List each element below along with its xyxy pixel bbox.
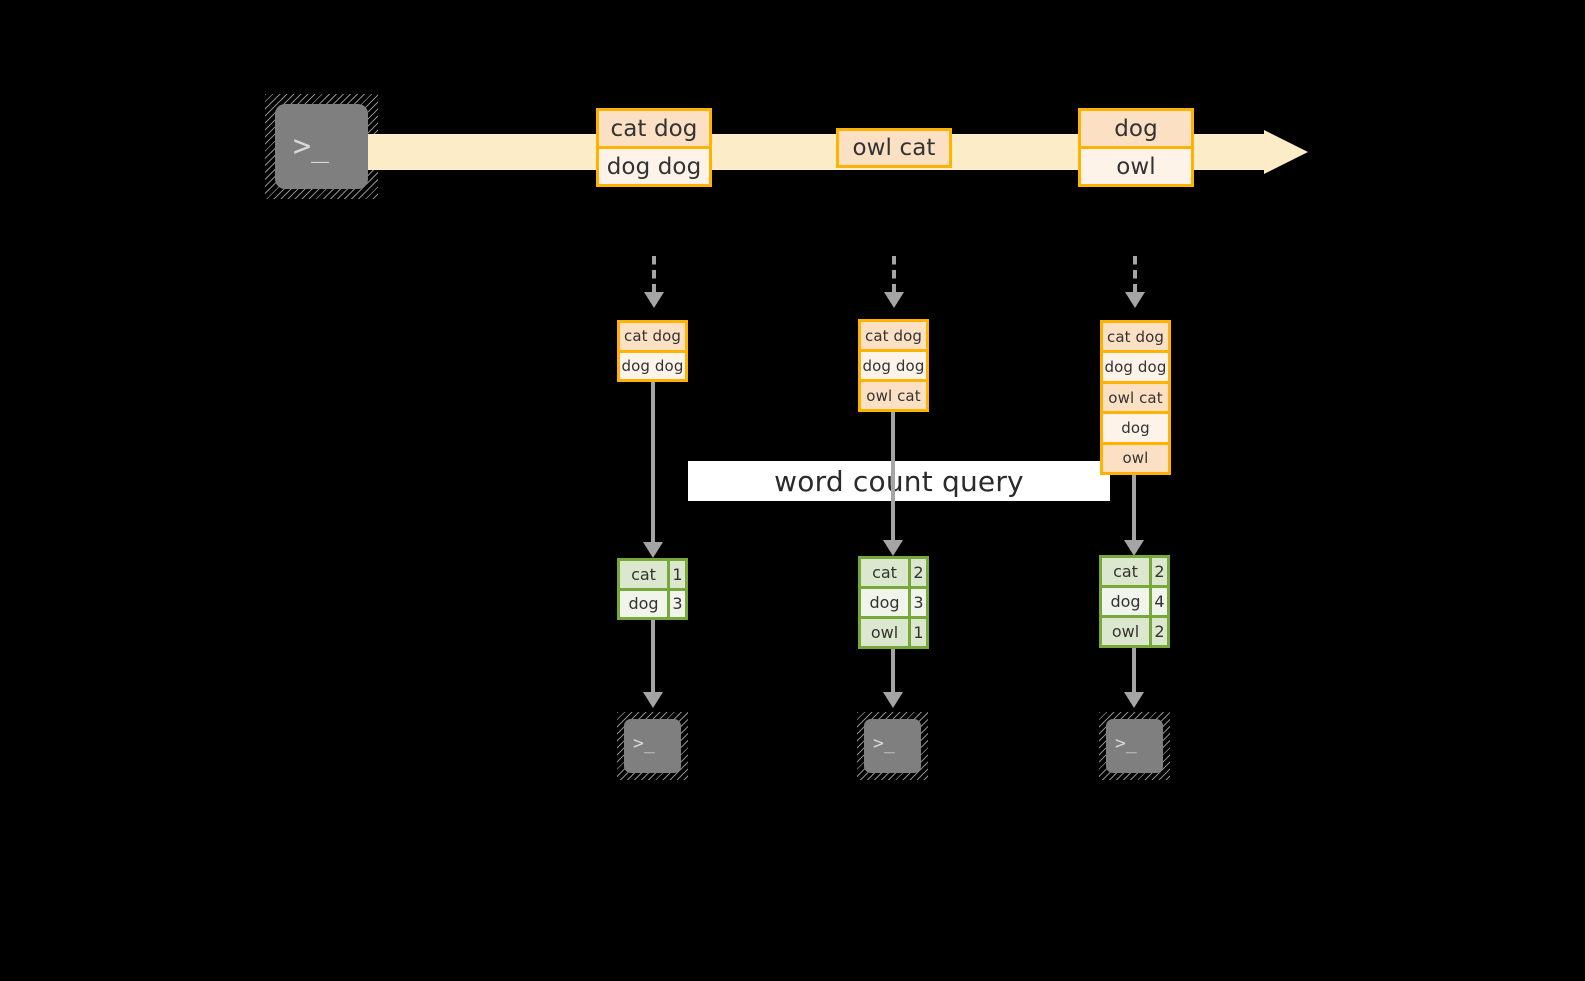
- input-line: dog: [1103, 411, 1168, 442]
- snapshot-2-dashed-arrowhead: [884, 292, 904, 308]
- input-line: owl cat: [861, 379, 926, 409]
- snapshot-1-input-table: cat dog dog dog: [617, 320, 688, 382]
- table-row: dog 3: [861, 586, 926, 616]
- terminal-prompt-glyph: >_: [1115, 733, 1137, 754]
- snapshot-3-sink-arrowhead: [1124, 692, 1144, 708]
- snapshot-3-dashed-arrowhead: [1125, 292, 1145, 308]
- record-line: dog dog: [599, 146, 709, 184]
- stream-arrow-head: [1264, 130, 1308, 174]
- terminal-prompt-glyph: >_: [293, 129, 330, 164]
- count-cell: 2: [1149, 618, 1167, 645]
- count-cell: 1: [667, 561, 685, 588]
- word-cell: cat: [620, 561, 667, 588]
- input-line: owl cat: [1103, 380, 1168, 412]
- snapshot-3-dashed-connector: [1133, 256, 1137, 296]
- snapshot-2-query-arrowhead: [883, 540, 903, 556]
- snapshot-1-sink-connector: [651, 620, 655, 696]
- table-row: owl 2: [1102, 615, 1167, 645]
- snapshot-1-sink-terminal-icon: >_: [617, 712, 688, 780]
- table-row: cat 2: [861, 559, 926, 586]
- record-line: owl: [1081, 146, 1191, 184]
- source-terminal-icon: >_: [265, 94, 378, 199]
- table-row: dog 3: [620, 587, 685, 617]
- input-line: dog dog: [1103, 350, 1168, 381]
- input-line: cat dog: [861, 322, 926, 349]
- snapshot-1-sink-arrowhead: [643, 692, 663, 708]
- table-row: cat 1: [620, 561, 685, 588]
- terminal-prompt-glyph: >_: [873, 733, 895, 754]
- snapshot-3-result-table: cat 2 dog 4 owl 2: [1099, 555, 1170, 648]
- input-line: cat dog: [620, 323, 685, 350]
- snapshot-2-result-table: cat 2 dog 3 owl 1: [858, 556, 929, 649]
- count-cell: 4: [1149, 588, 1167, 615]
- snapshot-2-input-table: cat dog dog dog owl cat: [858, 319, 929, 412]
- snapshot-2-dashed-connector: [892, 256, 896, 296]
- stream-record-1: cat dog dog dog: [596, 108, 712, 187]
- snapshot-1-dashed-arrowhead: [644, 292, 664, 308]
- snapshot-2-query-connector-overlay: [891, 461, 895, 501]
- count-cell: 3: [908, 589, 926, 616]
- input-line: owl: [1103, 441, 1168, 473]
- snapshot-2-sink-connector: [891, 649, 895, 696]
- query-label-text: word count query: [774, 464, 1024, 498]
- input-line: cat dog: [1103, 323, 1168, 351]
- record-line: dog: [1081, 111, 1191, 146]
- table-row: cat 2: [1102, 558, 1167, 585]
- table-row: dog 4: [1102, 585, 1167, 615]
- word-cell: owl: [861, 619, 908, 646]
- snapshot-1-query-arrowhead: [643, 542, 663, 558]
- snapshot-3-query-connector: [1132, 475, 1136, 544]
- word-cell: dog: [1102, 588, 1149, 615]
- count-cell: 1: [908, 619, 926, 646]
- table-row: owl 1: [861, 616, 926, 646]
- word-cell: cat: [861, 559, 908, 586]
- record-line: owl cat: [839, 131, 949, 165]
- stream-record-3: dog owl: [1078, 108, 1194, 187]
- word-cell: owl: [1102, 618, 1149, 645]
- snapshot-2-sink-terminal-icon: >_: [857, 712, 928, 780]
- snapshot-3-query-arrowhead: [1124, 540, 1144, 556]
- snapshot-3-sink-terminal-icon: >_: [1099, 712, 1170, 780]
- input-line: dog dog: [861, 349, 926, 379]
- snapshot-1-query-connector-overlay: [651, 461, 655, 501]
- snapshot-2-sink-arrowhead: [883, 692, 903, 708]
- snapshot-3-sink-connector: [1132, 648, 1136, 696]
- query-label-band: word count query: [688, 461, 1110, 501]
- count-cell: 3: [667, 590, 685, 617]
- word-cell: dog: [861, 589, 908, 616]
- count-cell: 2: [908, 559, 926, 586]
- word-cell: cat: [1102, 558, 1149, 585]
- snapshot-1-dashed-connector: [652, 256, 656, 296]
- stream-record-2: owl cat: [836, 128, 952, 168]
- snapshot-3-input-table-overlay: cat dog dog dog owl cat dog owl: [1100, 320, 1171, 475]
- count-cell: 2: [1149, 558, 1167, 585]
- record-line: cat dog: [599, 111, 709, 146]
- word-cell: dog: [620, 590, 667, 617]
- input-line: dog dog: [620, 349, 685, 379]
- terminal-prompt-glyph: >_: [633, 733, 655, 754]
- snapshot-1-result-table: cat 1 dog 3: [617, 558, 688, 620]
